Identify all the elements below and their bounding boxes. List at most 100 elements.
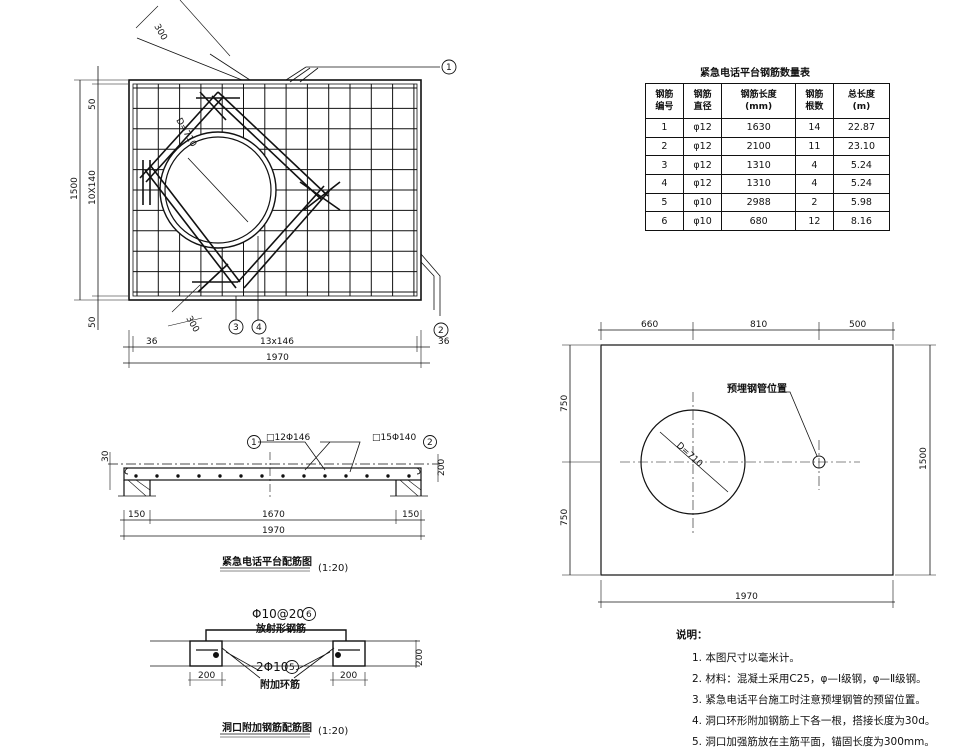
table-header-line: (mm) — [745, 102, 773, 112]
table-cell: 2988 — [721, 192, 796, 213]
table-cell: 5.24 — [832, 155, 891, 175]
detail-right-hoop — [332, 640, 366, 667]
note-item-1: 1. 本图尺寸以毫米计。 — [692, 652, 800, 664]
section-rebar-dot — [302, 474, 306, 478]
callout-1: 1 — [446, 63, 452, 73]
table-cell: φ10 — [682, 211, 723, 231]
detail-view — [150, 607, 420, 738]
layout-dim-left-bottom: 750 — [560, 509, 570, 526]
plan-bottom-dim: 300 — [183, 315, 200, 335]
table-cell: 11 — [795, 136, 834, 157]
pipe-position-circle — [812, 455, 826, 469]
table-header-line: 钢筋 — [655, 90, 674, 100]
table-header-line: 编号 — [655, 102, 674, 112]
table-cell: φ12 — [682, 173, 723, 194]
plan-left-mid: 10X140 — [88, 170, 98, 205]
table-cell: 1310 — [721, 155, 796, 175]
detail-ring-name: 附加环筋 — [260, 678, 300, 691]
callout-4: 4 — [256, 323, 262, 333]
section-rebar-dot — [155, 474, 159, 478]
table-cell: φ12 — [682, 136, 723, 157]
plan-left-bottom: 50 — [88, 316, 98, 328]
table-header-line: 钢筋长度 — [740, 90, 777, 100]
section-dim-left: 150 — [128, 510, 145, 520]
plan-bottom-total: 1970 — [266, 353, 289, 363]
table-cell: 1310 — [721, 173, 796, 194]
detail-dim-height: 200 — [415, 649, 425, 666]
table-header-cell: 总长度(m) — [832, 83, 891, 119]
detail-radial-name: 放射形钢筋 — [255, 622, 306, 635]
section-slab — [123, 467, 422, 481]
plan-left-total: 1500 — [70, 177, 80, 200]
slab-outline — [128, 79, 422, 301]
section-label-2: □15Φ140 — [372, 433, 416, 443]
table-header-line: 直径 — [693, 102, 712, 112]
plan-bottom-mid: 13x146 — [260, 337, 294, 347]
layout-dim-bottom: 1970 — [735, 592, 758, 602]
detail-radial-label: Φ10@20 — [252, 607, 304, 621]
table-header-cell: 钢筋长度 (mm) — [721, 83, 796, 119]
section-rebar-dot — [344, 474, 348, 478]
table-cell: φ10 — [682, 192, 723, 213]
table-cell: 1630 — [721, 118, 796, 138]
table-cell: 22.87 — [832, 118, 891, 138]
section-rebar-dot — [323, 474, 327, 478]
table-cell: 4 — [645, 173, 684, 194]
table-cell: 4 — [795, 173, 834, 194]
section-dim-total: 1970 — [262, 526, 285, 536]
table-cell: 14 — [795, 118, 834, 138]
table-cell: 12 — [795, 211, 834, 231]
note-item-3: 3. 紧急电话平台施工时注意预埋钢管的预留位置。 — [692, 694, 926, 706]
diagonal-rebar — [139, 91, 341, 293]
section-rebar-dot — [281, 474, 285, 478]
callout-3: 3 — [233, 323, 239, 333]
table-cell: 2 — [645, 136, 684, 157]
table-header-line: 总长度 — [847, 90, 875, 100]
detail-dim-right: 200 — [340, 671, 357, 681]
table-header-line: 钢筋 — [805, 90, 824, 100]
table-header-row: 钢筋编号钢筋直径钢筋长度(mm)钢筋根数总长度(m) — [645, 83, 891, 119]
section-rebar-dot — [134, 474, 138, 478]
table-header-cell: 钢筋编号 — [645, 83, 684, 119]
section-height-right: 200 — [437, 459, 447, 476]
table-header-cell: 钢筋直径 — [682, 83, 723, 119]
section-height-left: 30 — [101, 450, 111, 462]
layout-dim-left-top: 750 — [560, 395, 570, 412]
section-rebar-dot — [407, 474, 411, 478]
section-rebar-dot — [176, 474, 180, 478]
detail-dim-left: 200 — [198, 671, 215, 681]
layout-pipe-label: 预埋钢管位置 — [727, 382, 787, 395]
detail-caption: 洞口附加钢筋配筋图 — [222, 721, 312, 734]
section-callout-2: 2 — [427, 438, 433, 448]
plan-bottom-left: 36 — [146, 337, 158, 347]
layout-slab — [600, 344, 894, 576]
section-view — [108, 441, 440, 572]
detail-scale: (1:20) — [318, 726, 348, 737]
section-rebar-dot — [239, 474, 243, 478]
note-item-2: 2. 材料：混凝土采用C25，φ—Ⅰ级钢，φ—Ⅱ级钢。 — [692, 673, 927, 685]
table-cell: 3 — [645, 155, 684, 175]
table-cell: φ12 — [682, 155, 723, 175]
plan-view — [74, 0, 457, 368]
section-rebar-dot — [260, 474, 264, 478]
plan-left-top: 50 — [88, 98, 98, 110]
table-header-cell: 钢筋根数 — [795, 83, 834, 119]
table-cell: 5.98 — [832, 192, 891, 213]
table-cell: 6 — [645, 211, 684, 231]
table-cell: 23.10 — [832, 136, 891, 157]
section-callout-1: 1 — [251, 438, 257, 448]
layout-dim-top-mid: 810 — [750, 320, 767, 330]
note-item-4: 4. 洞口环形附加钢筋上下各一根，搭接长度为30d。 — [692, 715, 936, 727]
detail-left-hoop — [189, 640, 223, 667]
table-cell: φ12 — [682, 118, 723, 138]
table-cell: 4 — [795, 155, 834, 175]
table-cell: 2100 — [721, 136, 796, 157]
